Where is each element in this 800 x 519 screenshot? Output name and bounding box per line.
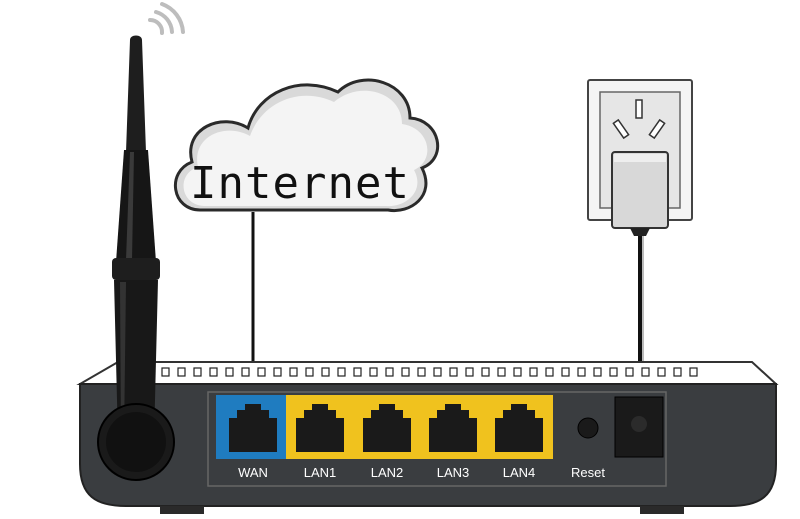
vent-hole: [625, 367, 634, 377]
vent-hole: [433, 367, 442, 377]
lan1-port[interactable]: [296, 404, 344, 452]
vent-hole: [465, 367, 474, 377]
antenna-base: [97, 403, 175, 481]
lan4-port[interactable]: [495, 404, 543, 452]
router-foot: [160, 506, 204, 514]
lan2-port[interactable]: [363, 404, 411, 452]
vent-hole: [209, 367, 218, 377]
vent-hole: [161, 367, 170, 377]
vent-hole: [321, 367, 330, 377]
vent-hole: [497, 367, 506, 377]
cloud-label: Internet: [190, 158, 410, 209]
vent-holes: [161, 367, 698, 377]
wan-port[interactable]: [229, 404, 277, 452]
vent-hole: [337, 367, 346, 377]
vent-hole: [177, 367, 186, 377]
vent-hole: [225, 367, 234, 377]
vent-hole: [673, 367, 682, 377]
vent-hole: [657, 367, 666, 377]
router-foot: [640, 506, 684, 514]
vent-hole: [529, 367, 538, 377]
router-top: [76, 361, 779, 385]
antenna: [112, 35, 160, 440]
vent-hole: [353, 367, 362, 377]
lan1-label: LAN1: [304, 465, 337, 480]
wan-label: WAN: [238, 465, 268, 480]
vent-hole: [241, 367, 250, 377]
vent-hole: [481, 367, 490, 377]
vent-hole: [193, 367, 202, 377]
vent-hole: [257, 367, 266, 377]
vent-hole: [449, 367, 458, 377]
vent-hole: [289, 367, 298, 377]
vent-hole: [417, 367, 426, 377]
vent-hole: [545, 367, 554, 377]
power-adapter: [611, 151, 669, 236]
vent-hole: [305, 367, 314, 377]
lan2-label: LAN2: [371, 465, 404, 480]
reset-button[interactable]: [577, 417, 599, 439]
vent-hole: [369, 367, 378, 377]
lan4-label: LAN4: [503, 465, 536, 480]
vent-hole: [273, 367, 282, 377]
lan3-port[interactable]: [429, 404, 477, 452]
vent-hole: [689, 367, 698, 377]
vent-hole: [609, 367, 618, 377]
vent-hole: [593, 367, 602, 377]
vent-hole: [401, 367, 410, 377]
vent-hole: [561, 367, 570, 377]
vent-hole: [385, 367, 394, 377]
internet-cloud: Internet: [174, 78, 440, 213]
vent-hole: [513, 367, 522, 377]
lan3-label: LAN3: [437, 465, 470, 480]
power-socket: [614, 396, 664, 458]
wifi-signal-icon: [148, 2, 185, 35]
vent-hole: [577, 367, 586, 377]
reset-label: Reset: [571, 465, 605, 480]
vent-hole: [641, 367, 650, 377]
